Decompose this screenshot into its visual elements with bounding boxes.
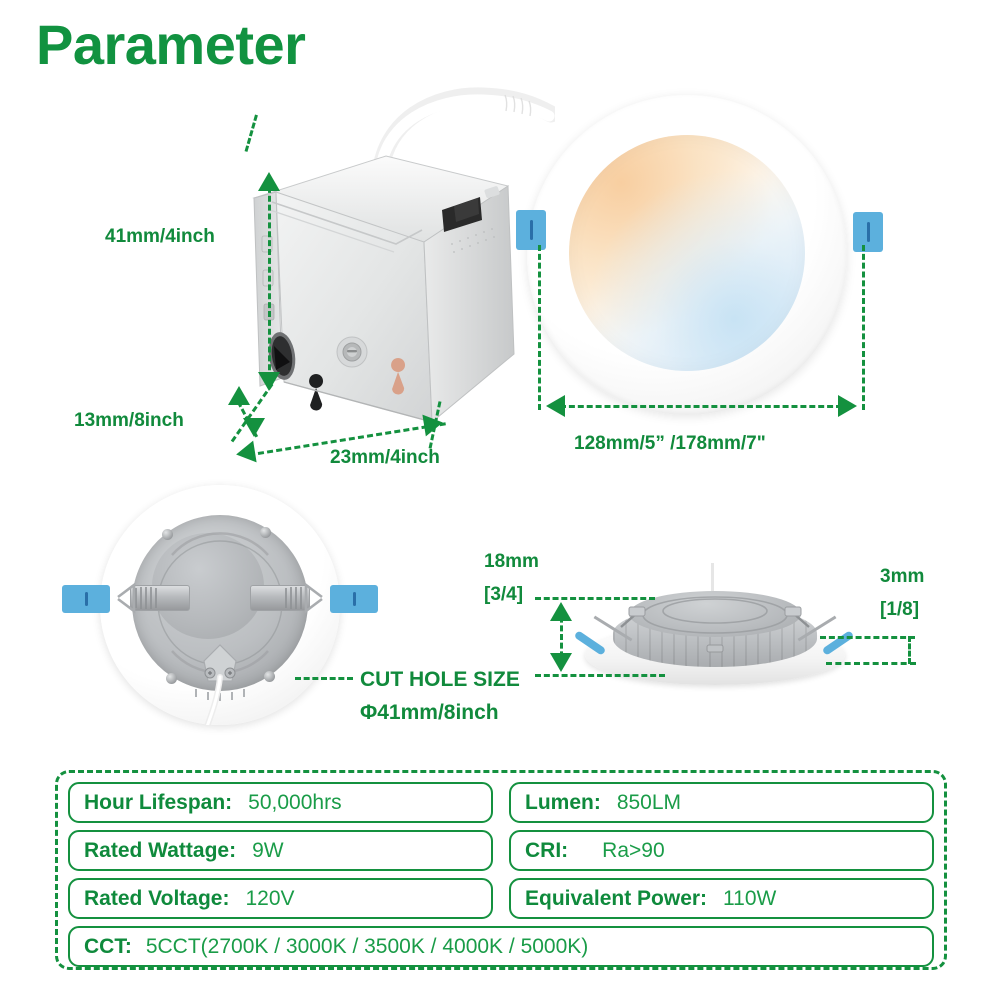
side-flange-label-line2: [1/8]: [880, 599, 920, 620]
side-thickness-label-line1: 18mm: [484, 551, 539, 572]
back-screw: [260, 527, 271, 538]
spec-row-hour-lifespan: Hour Lifespan: 50,000hrs: [68, 782, 493, 823]
spec-row-lumen: Lumen: 850LM: [509, 782, 934, 823]
back-mounting-clip-right: [330, 585, 378, 613]
back-mounting-clip-left: [62, 585, 110, 613]
downlight-lens: [569, 135, 805, 371]
spec-row-equivalent-power: Equivalent Power: 110W: [509, 878, 934, 919]
side-thickness-dashline: [560, 608, 563, 666]
spring-clip-left: [130, 585, 190, 611]
spec-row-cri: CRI: Ra>90: [509, 830, 934, 871]
spec-key: Equivalent Power:: [525, 886, 708, 910]
side-thickness-guide-bottom: [535, 674, 665, 677]
spec-key: CCT:: [84, 934, 132, 958]
spec-key: Lumen:: [525, 790, 601, 814]
flexible-conduit: [360, 87, 555, 190]
spec-key: Hour Lifespan:: [84, 790, 233, 814]
spec-key: Rated Wattage:: [84, 838, 237, 862]
side-flange-guide-bottom: [826, 662, 916, 665]
jbox-width-arrow-left: [234, 440, 257, 466]
side-flange-guide-top: [820, 636, 915, 639]
spec-value: Ra>90: [602, 838, 665, 862]
diameter-arrow-left: [546, 395, 565, 417]
spec-value: 120V: [245, 886, 295, 910]
page-title: Parameter: [36, 13, 306, 76]
downlight-front-image: [527, 95, 847, 415]
side-thickness-guide-top: [535, 597, 655, 600]
diameter-dashline: [560, 405, 842, 408]
spec-grid: Hour Lifespan: 50,000hrs Lumen: 850LM Ra…: [68, 782, 934, 967]
diameter-arrow-right: [838, 395, 857, 417]
junction-box-image: [246, 150, 516, 460]
spec-row-rated-voltage: Rated Voltage: 120V: [68, 878, 493, 919]
back-screw: [264, 671, 275, 682]
spec-value: 850LM: [616, 790, 682, 814]
side-wire: [711, 563, 714, 593]
spec-value: 110W: [723, 886, 777, 910]
side-detail-overlay: [620, 596, 810, 653]
spring-coil-overlay: [117, 582, 323, 614]
jbox-depth-label: 13mm/8inch: [74, 410, 184, 431]
spec-value: 9W: [252, 838, 284, 862]
spec-row-rated-wattage: Rated Wattage: 9W: [68, 830, 493, 871]
back-screw: [166, 673, 177, 684]
downlight-back-image: [62, 485, 378, 725]
side-thickness-arrow-up: [550, 602, 572, 621]
diameter-label: 128mm/5” /178mm/7": [574, 433, 766, 454]
jbox-height-arrow-up: [258, 172, 280, 191]
side-flange-label-line1: 3mm: [880, 566, 925, 587]
jbox-height-arrow-down: [258, 372, 280, 391]
spec-key: CRI:: [525, 838, 569, 862]
cut-hole-size-value: Φ41mm/8inch: [360, 701, 499, 724]
spec-value: 5CCT(2700K / 3000K / 3500K / 4000K / 500…: [145, 934, 589, 958]
jbox-height-guide-top: [244, 114, 258, 152]
back-detail-overlay: [157, 532, 283, 725]
spring-clip-right: [250, 585, 310, 611]
back-screw: [162, 529, 173, 540]
jbox-width-label: 23mm/4inch: [330, 447, 440, 468]
jbox-depth-arrow-down: [243, 418, 265, 437]
mounting-clip-left: [516, 210, 546, 250]
jbox-depth-arrow-up: [228, 386, 250, 405]
cut-hole-size-label: CUT HOLE SIZE: [360, 668, 520, 691]
side-thickness-arrow-down: [550, 653, 572, 672]
cut-hole-dashline: [295, 677, 353, 680]
side-flange-dashline: [908, 636, 911, 664]
spec-value: 50,000hrs: [248, 790, 342, 814]
spec-row-cct: CCT: 5CCT(2700K / 3000K / 3500K / 4000K …: [68, 926, 934, 967]
jbox-height-dashline: [268, 178, 271, 388]
diameter-guide-right: [862, 245, 865, 410]
jbox-height-label: 41mm/4inch: [105, 226, 215, 247]
diameter-guide-left: [538, 245, 541, 410]
mounting-clip-right: [853, 212, 883, 252]
specification-table: Hour Lifespan: 50,000hrs Lumen: 850LM Ra…: [55, 770, 947, 970]
spec-key: Rated Voltage:: [84, 886, 230, 910]
side-thickness-label-line2: [3/4]: [484, 584, 524, 605]
